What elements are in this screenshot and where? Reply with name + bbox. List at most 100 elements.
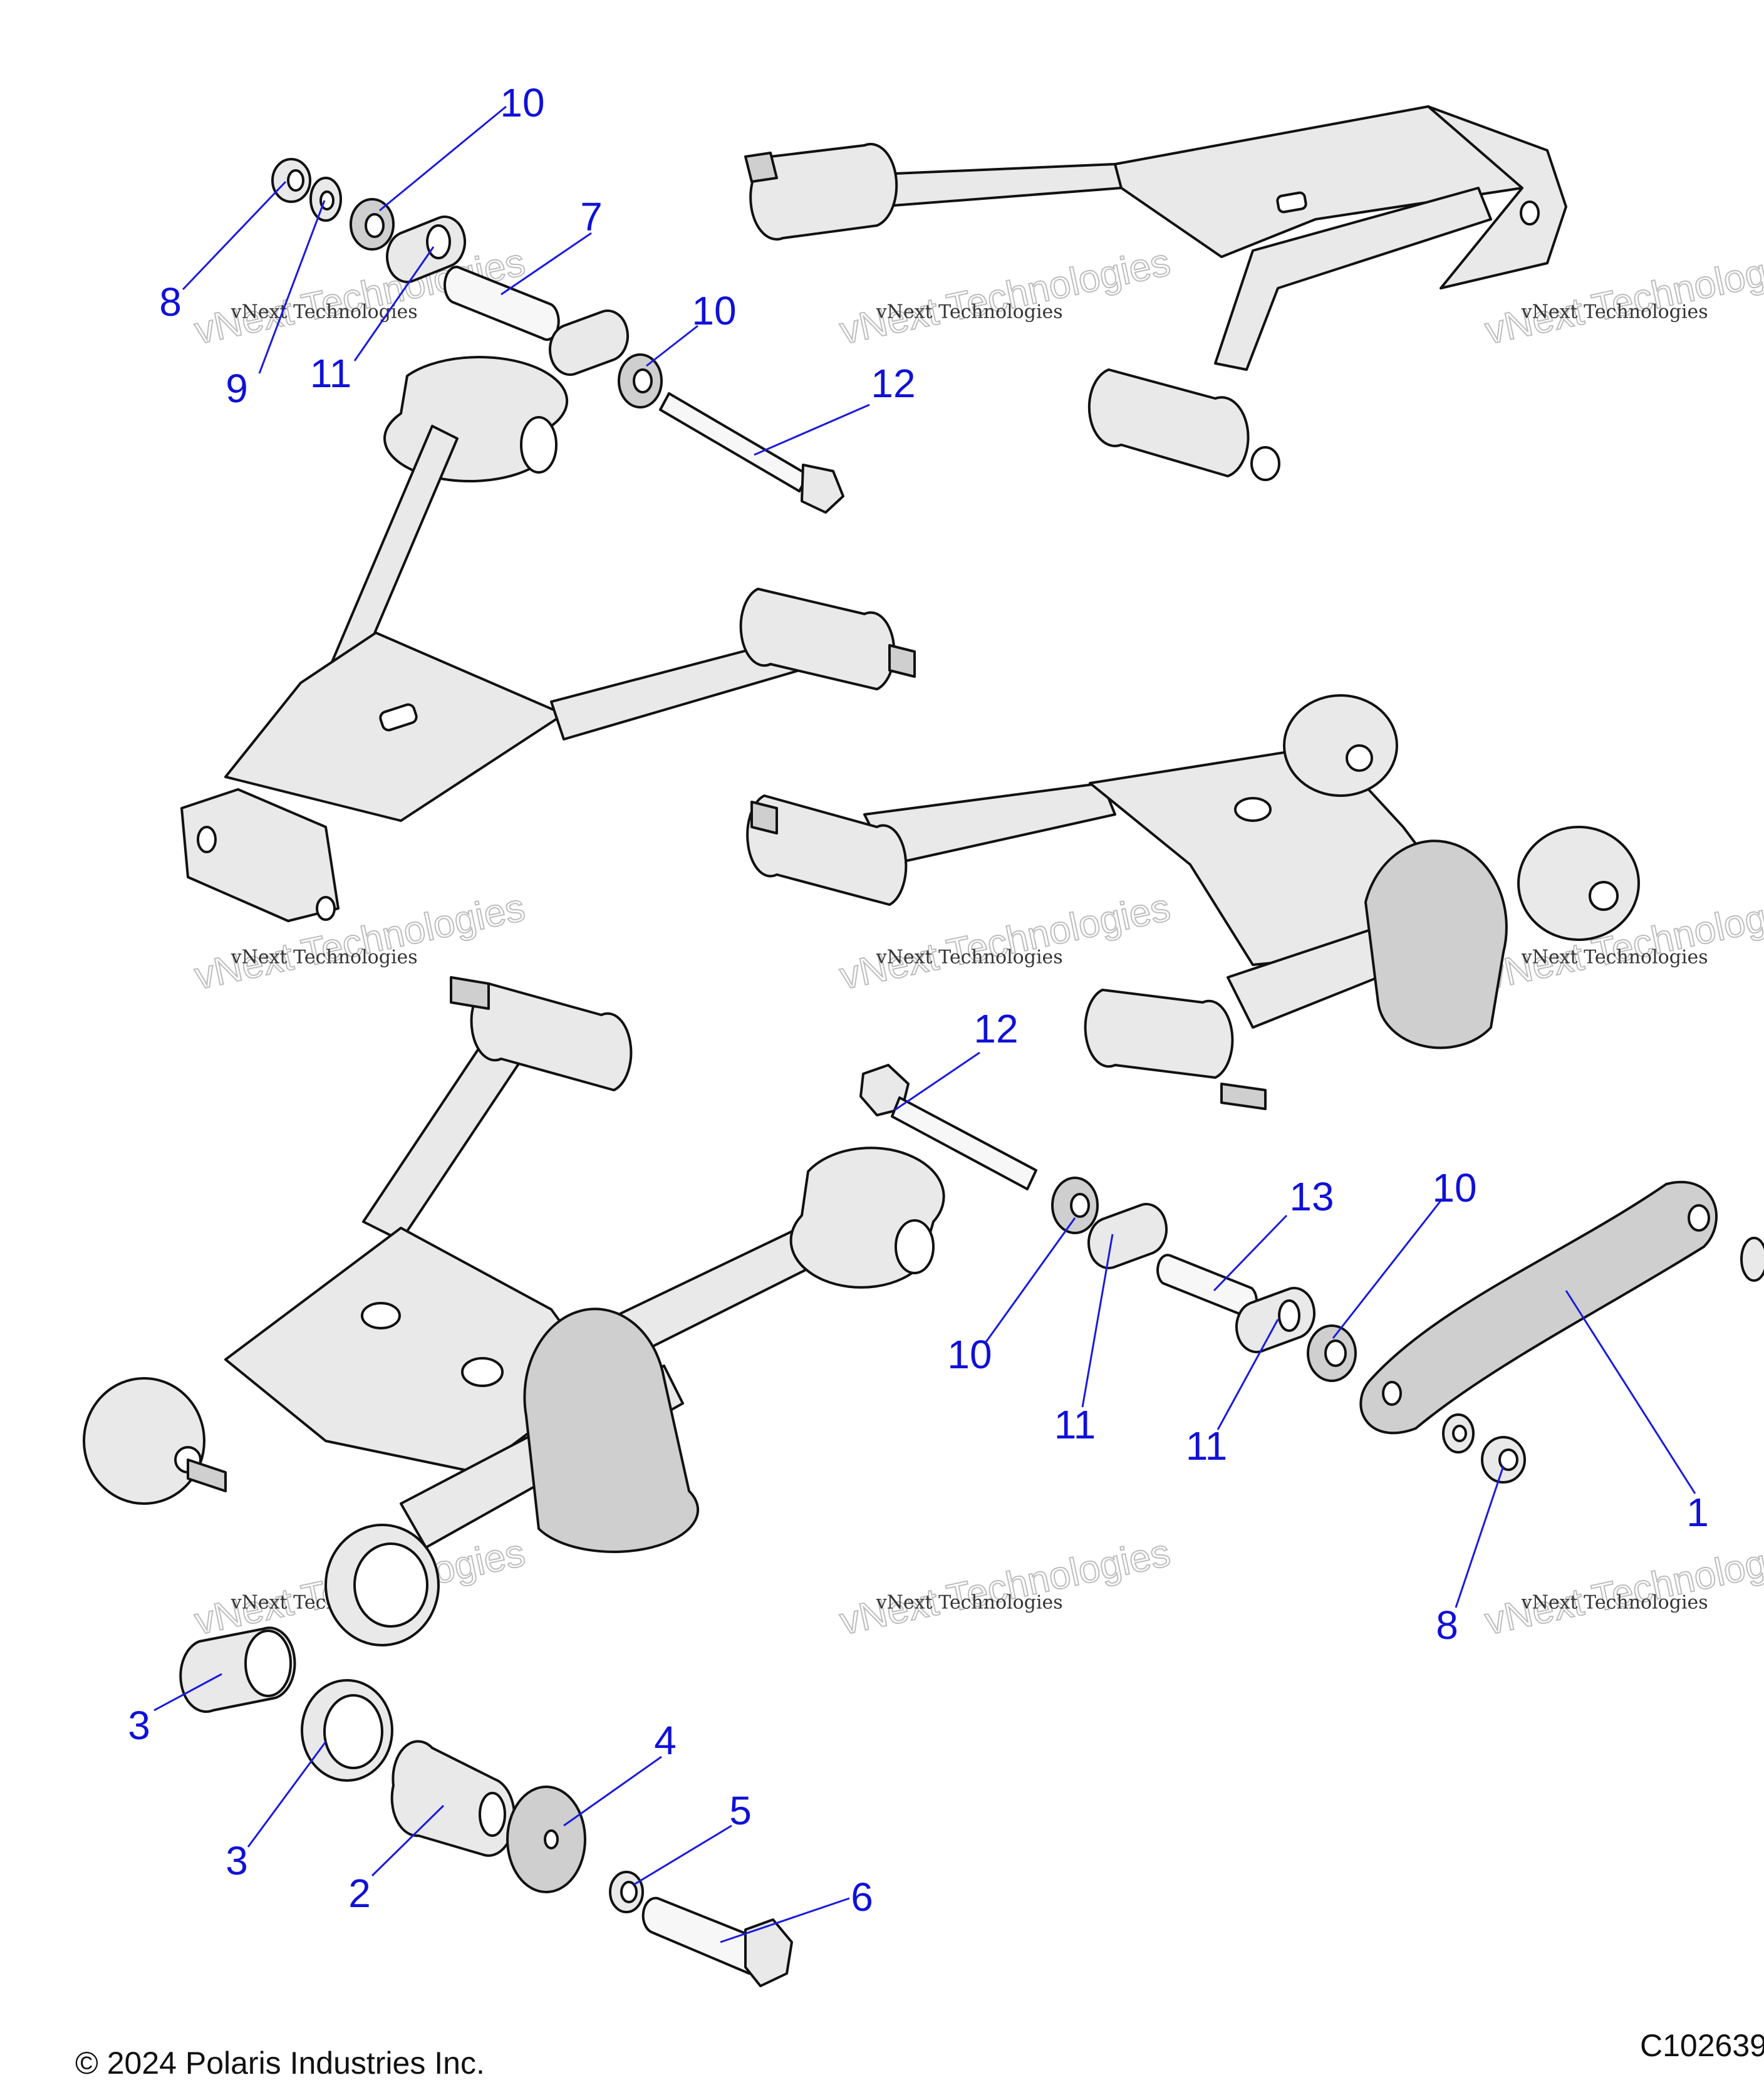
lower-left-plate-hole-b [461,1357,504,1387]
watermark: vNext Technologies vNext Technologies [1481,1531,1764,1644]
seal-10-top-right-hole [633,368,653,393]
callout-10: 10 [947,1332,992,1377]
washer-5-hole [620,1881,638,1903]
hardware-stack-middle [859,1064,1357,1382]
bolt-6 [641,1896,753,1975]
pivot-hole-top [1520,200,1540,226]
arm-leg-top [1214,187,1492,371]
bushing-top-arm-a [749,143,898,241]
callout-6: 6 [851,1874,873,1920]
leader-11-mid-left [1081,1234,1114,1408]
bushing-11-top-left-hole [426,224,451,259]
leader-10-left [985,1217,1076,1343]
lower-arm-shock-mount [1364,840,1508,1049]
callout-2: 2 [348,1871,371,1916]
seal-10-middle-right-hole [1324,1339,1347,1367]
washer-9-hole [319,190,335,211]
arm-pivot-hole-a [197,826,217,853]
bolt-12-top [659,392,809,492]
callout-8: 8 [159,279,182,325]
pivot-bushing-lower-c [1283,694,1398,797]
callout-3: 3 [128,1703,150,1748]
bushing-11-middle-right-hole [1278,1299,1300,1332]
arm-pivot-top [1427,105,1567,289]
pivot-bushing-lower-c-hole [1346,744,1373,772]
watermark-text: vNext Technologies [231,301,418,323]
leader-9 [258,200,326,374]
lower-left-pivot-a-pin [187,1458,227,1492]
leader-12-middle [894,1051,980,1111]
callout-1: 1 [1686,1490,1709,1535]
bolt-12-top-head [801,464,844,514]
seal-10-top-left-hole [365,213,385,238]
callout-10: 10 [500,80,544,125]
leader-8-lower [1455,1465,1505,1608]
lower-left-shock-mount [523,1308,700,1554]
pivot-bushing-lower-d [1517,826,1640,941]
callout-9: 9 [226,366,248,411]
lower-left-bushing-right-end [895,1219,935,1274]
leader-11-top [353,246,435,361]
lower-left-pin-upper [450,976,490,1010]
bushing-11-middle-left [1087,1203,1168,1269]
leader-7 [501,232,592,296]
watermark-outline: vNext Technologies [1481,1531,1764,1643]
leader-11-mid-right [1217,1319,1279,1430]
pin-lower-b [1220,1083,1267,1110]
diagram-code: C102639 [1640,2028,1764,2063]
leader-3-left [153,1673,222,1712]
bolt-6-head [744,1918,793,1987]
leader-8-top [182,180,287,291]
watermark-text: vNext Technologies [876,1592,1063,1614]
watermark: vNext Technologies vNext Technologies [836,240,1175,353]
callout-11: 11 [1186,1423,1227,1469]
washer-8-lower-hole [1452,1425,1467,1442]
nut-8-lower-hole [1498,1448,1518,1471]
upper-a-arm-right [744,105,1567,481]
bushing-top-arm-b-hole [1250,446,1280,481]
callout-7: 7 [580,194,603,239]
bushing-2-hole [479,1792,506,1837]
sleeve-7 [443,266,560,341]
pivot-bushing-lower-d-hole [1589,881,1619,911]
pin-top-arm-a [744,152,778,183]
watermark-text: vNext Technologies [876,947,1063,969]
watermark-outline: vNext Technologies [836,241,1174,353]
link-plate-hole-a [1688,1204,1710,1232]
watermark-text: vNext Technologies [1521,301,1708,323]
bushing-3-left-end [244,1630,292,1697]
link-plate-1 [1359,1181,1718,1435]
leader-12-top [754,403,870,456]
link-plate-hole-b [1382,1381,1402,1406]
arm-bushing-right [739,588,896,690]
watermark-text: vNext Technologies [1521,1592,1708,1614]
lower-a-arm-right [746,694,1640,1110]
link-plate-assembly [1359,1181,1764,1484]
callout-11: 11 [1054,1402,1096,1447]
leader-1 [1565,1290,1696,1494]
callout-10: 10 [1432,1165,1476,1210]
washer-4-hole [544,1829,559,1849]
watermark: vNext Technologies vNext Technologies [836,1531,1175,1644]
callout-5: 5 [729,1788,752,1833]
upper-a-arm-left [180,355,916,922]
arm-bushing-upper-end [520,416,558,474]
pin-lower-a [750,801,778,835]
copyright-text: © 2024 Polaris Industries Inc. [75,2046,485,2081]
bushing-lower-b [1084,989,1234,1079]
lower-left-plate-hole-a [361,1302,401,1329]
callout-12: 12 [871,361,915,406]
lower-arm-plate-hole [1234,797,1272,822]
callout-11: 11 [310,351,351,396]
watermark-text: vNext Technologies [1521,947,1708,969]
arm-pin-right [888,644,916,678]
bushing-top-arm-b [1087,368,1250,477]
callout-4: 4 [654,1718,677,1763]
watermark-outline: vNext Technologies [836,1531,1174,1643]
leader-lines [153,105,1696,1943]
leader-10-top [379,105,507,212]
watermark-text: vNext Technologies [876,301,1063,323]
callout-13: 13 [1289,1174,1334,1219]
lower-left-bushing-upper [470,982,633,1091]
